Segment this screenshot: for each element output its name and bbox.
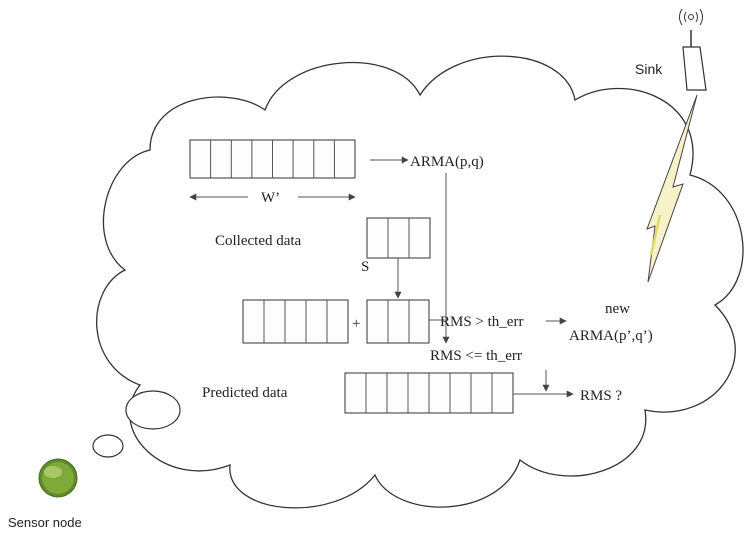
sink-label: Sink	[635, 61, 663, 77]
arma-label: ARMA(p,q)	[410, 154, 484, 170]
plus-sign: +	[352, 316, 360, 332]
thought-bubble-small	[92, 434, 124, 458]
lightning-link-icon	[646, 94, 698, 283]
rms-le-label: RMS <= th_err	[430, 348, 522, 364]
right-data-block	[366, 299, 430, 344]
sensor-node-label: Sensor node	[8, 515, 82, 530]
predicted-data-label: Predicted data	[202, 385, 288, 401]
window-label: W’	[261, 190, 280, 206]
new-arma-label: ARMA(p’,q’)	[569, 328, 653, 344]
thought-bubble-large	[125, 390, 181, 430]
sensor-node-icon	[38, 458, 78, 498]
s-block	[366, 217, 431, 259]
new-label: new	[605, 301, 630, 317]
thought-cloud	[96, 55, 744, 509]
antenna-icon	[679, 8, 707, 91]
predicted-window	[344, 372, 514, 414]
left-data-block	[242, 299, 349, 344]
collected-data-label: Collected data	[215, 233, 302, 249]
rms-gt-label: RMS > th_err	[440, 314, 523, 330]
collected-window	[189, 139, 356, 179]
s-label: S	[361, 259, 369, 275]
rms-question-label: RMS ?	[580, 388, 622, 404]
